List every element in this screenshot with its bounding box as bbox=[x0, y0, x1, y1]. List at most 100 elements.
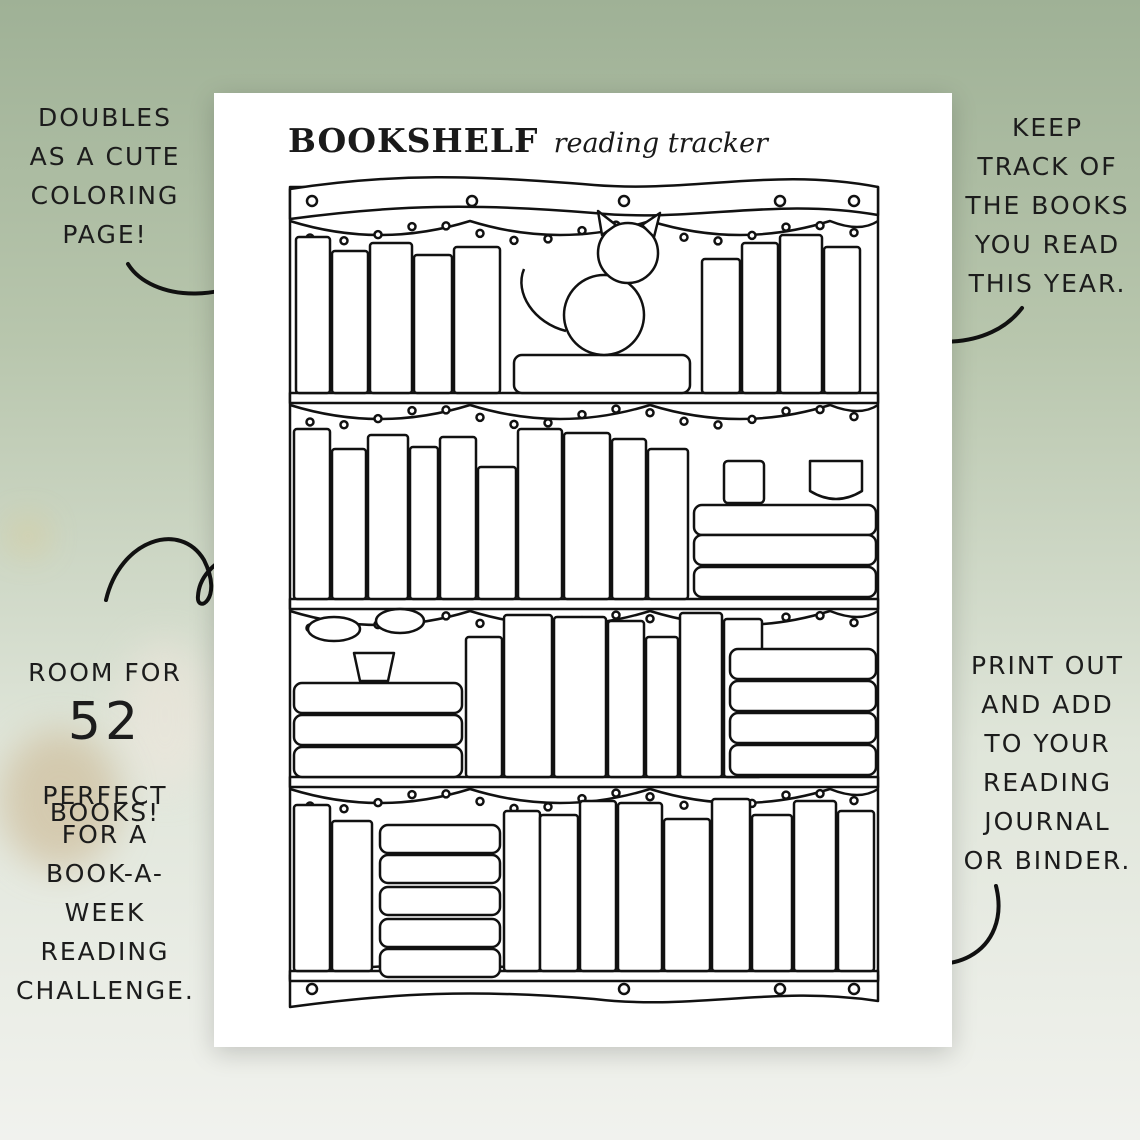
light-bulb bbox=[441, 405, 451, 415]
book-spine bbox=[750, 813, 794, 973]
shelf-board bbox=[288, 775, 880, 789]
background-basket bbox=[0, 730, 120, 870]
book-spine bbox=[644, 635, 680, 779]
light-bulb bbox=[407, 405, 417, 416]
banner-dot bbox=[305, 194, 319, 208]
light-bulb bbox=[441, 611, 451, 621]
banner-dot bbox=[617, 194, 631, 208]
book-spine bbox=[412, 253, 454, 395]
book-stack bbox=[378, 823, 502, 855]
background-vase bbox=[120, 640, 210, 790]
book-spine bbox=[368, 241, 414, 395]
book-spine bbox=[366, 433, 410, 601]
top-banner bbox=[288, 176, 880, 221]
book-spine bbox=[464, 635, 504, 779]
callout-keep-track: KEEP TRACK OF THE BOOKS YOU READ THIS YE… bbox=[965, 113, 1130, 298]
book-stack bbox=[292, 681, 464, 715]
bookshelf-printable-sheet: BOOKSHELF reading tracker bbox=[214, 93, 952, 1047]
light-bulb bbox=[475, 412, 485, 423]
light-bulb bbox=[713, 420, 723, 430]
light-bulb bbox=[747, 230, 757, 241]
book-spine bbox=[292, 427, 332, 601]
tea-cup bbox=[808, 459, 864, 501]
book-spine bbox=[646, 447, 690, 601]
light-bulb bbox=[849, 795, 859, 806]
light-bulb bbox=[645, 407, 655, 418]
light-bulb bbox=[611, 610, 621, 620]
book-spine bbox=[606, 619, 646, 779]
light-bulb bbox=[679, 800, 689, 811]
string-lights bbox=[289, 403, 879, 421]
book-stack bbox=[728, 679, 878, 713]
book-spine bbox=[562, 431, 612, 601]
book-stack bbox=[692, 565, 878, 599]
light-bulb bbox=[781, 222, 791, 232]
light-bulb bbox=[543, 802, 553, 812]
light-bulb bbox=[441, 789, 451, 799]
book-stack bbox=[292, 713, 464, 747]
plant-leaf bbox=[306, 615, 362, 643]
shelf-board bbox=[288, 391, 880, 405]
plant-pot bbox=[352, 651, 396, 683]
book-stack bbox=[378, 917, 502, 949]
book-spine bbox=[792, 799, 838, 973]
light-bulb bbox=[543, 418, 553, 428]
light-bulb bbox=[815, 788, 825, 799]
light-bulb bbox=[407, 789, 417, 800]
book-spine bbox=[662, 817, 712, 973]
book-stack bbox=[692, 503, 878, 537]
light-bulb bbox=[475, 618, 485, 629]
book-spine bbox=[292, 803, 332, 973]
light-bulb bbox=[849, 411, 859, 422]
book-spine bbox=[836, 809, 876, 973]
book-stack bbox=[728, 743, 878, 777]
title-bold: BOOKSHELF bbox=[288, 121, 539, 160]
banner-dot bbox=[773, 194, 787, 208]
book-spine bbox=[330, 249, 370, 395]
light-bulb bbox=[373, 797, 383, 808]
bookshelf-drawing bbox=[288, 176, 880, 1009]
book-spine bbox=[578, 799, 618, 973]
book-stack bbox=[292, 745, 464, 779]
book-spine bbox=[778, 233, 824, 395]
light-bulb bbox=[679, 232, 689, 243]
book-spine bbox=[740, 241, 780, 395]
light-bulb bbox=[543, 234, 553, 244]
light-bulb bbox=[781, 790, 791, 800]
light-bulb bbox=[679, 416, 689, 427]
book-spine bbox=[330, 819, 374, 973]
light-bulb bbox=[645, 791, 655, 802]
book-spine bbox=[502, 809, 542, 973]
book-stack bbox=[728, 647, 878, 681]
light-bulb bbox=[577, 225, 587, 236]
light-bulb bbox=[781, 612, 791, 622]
shelf-board bbox=[288, 969, 880, 983]
light-bulb bbox=[509, 419, 519, 430]
light-bulb bbox=[339, 804, 349, 814]
book-spine bbox=[476, 465, 518, 601]
book-spine bbox=[538, 813, 580, 973]
book-spine bbox=[552, 615, 608, 779]
candle bbox=[722, 459, 766, 505]
book-spine bbox=[330, 447, 368, 601]
string-lights bbox=[289, 787, 879, 805]
plant-leaf bbox=[374, 607, 426, 635]
light-bulb bbox=[815, 610, 825, 621]
light-bulb bbox=[339, 420, 349, 430]
light-bulb bbox=[849, 617, 859, 628]
light-bulb bbox=[713, 236, 723, 246]
cat-bed bbox=[512, 353, 692, 395]
light-bulb bbox=[747, 414, 757, 425]
light-bulb bbox=[781, 406, 791, 416]
banner-dot bbox=[847, 194, 861, 208]
callout-book-a-week: PERFECT FOR A BOOK-A- WEEK READING CHALL… bbox=[16, 781, 195, 1005]
light-bulb bbox=[373, 413, 383, 424]
book-spine bbox=[678, 611, 724, 779]
book-spine bbox=[700, 257, 742, 395]
callout-print-out: PRINT OUT AND ADD TO YOUR READING JOURNA… bbox=[963, 651, 1132, 875]
light-bulb bbox=[645, 613, 655, 624]
light-bulb bbox=[815, 404, 825, 415]
book-spine bbox=[408, 445, 440, 601]
light-bulb bbox=[475, 796, 485, 807]
light-bulb bbox=[815, 220, 825, 231]
